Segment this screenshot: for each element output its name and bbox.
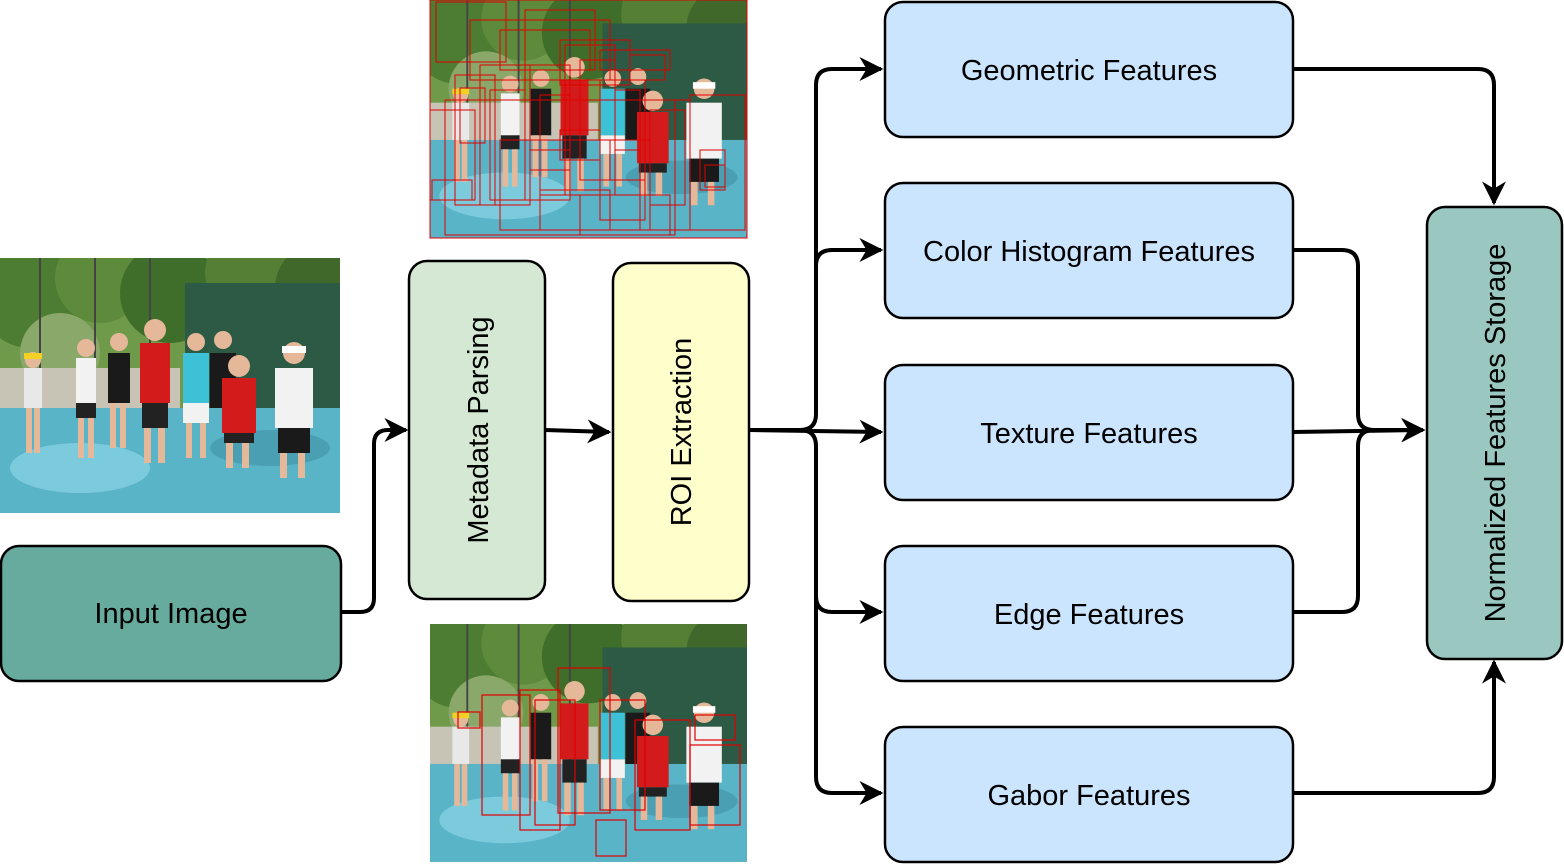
node-geometric-features-label: Geometric Features xyxy=(961,55,1217,87)
node-color-histogram-features: Color Histogram Features xyxy=(883,181,1295,320)
node-metadata-parsing: Metadata Parsing xyxy=(407,259,547,601)
roi-boxes-filtered xyxy=(457,667,741,857)
roi-dense-photo xyxy=(429,0,748,239)
edge-roi-to-edge xyxy=(799,428,884,624)
edge-color-histogram-to-storage xyxy=(1293,248,1426,442)
roi-filtered-photo xyxy=(430,624,747,862)
input-photo xyxy=(0,258,340,513)
edge-roi-to-color-histogram xyxy=(814,238,884,414)
node-roi-extraction-label: ROI Extraction xyxy=(666,338,698,527)
node-gabor-features-label: Gabor Features xyxy=(987,780,1190,812)
node-metadata-parsing-label: Metadata Parsing xyxy=(463,316,495,543)
edge-gabor-to-storage xyxy=(1293,659,1506,795)
photo-group-icon xyxy=(430,0,747,238)
node-color-histogram-features-label: Color Histogram Features xyxy=(923,236,1255,268)
node-texture-features: Texture Features xyxy=(883,363,1295,502)
photo-group-icon xyxy=(0,258,340,513)
node-edge-features-label: Edge Features xyxy=(994,599,1184,631)
edge-roi-to-texture xyxy=(748,419,884,444)
edge-input-to-metadata xyxy=(341,418,409,614)
edge-texture-to-storage xyxy=(1292,418,1426,443)
edge-edge-to-storage xyxy=(1293,428,1375,614)
photo-group-icon xyxy=(430,624,747,862)
node-gabor-features: Gabor Features xyxy=(883,725,1295,864)
edge-geometric-to-storage xyxy=(1293,67,1506,206)
node-input-image: Input Image xyxy=(0,544,343,683)
edge-metadata-to-roi xyxy=(544,419,612,444)
edge-roi-to-gabor xyxy=(814,596,884,805)
node-roi-extraction: ROI Extraction xyxy=(611,261,751,603)
node-normalized-features-storage: Normalized Features Storage xyxy=(1425,205,1564,661)
node-normalized-features-storage-label: Normalized Features Storage xyxy=(1480,244,1512,623)
roi-boxes-dense xyxy=(429,0,748,239)
node-input-image-label: Input Image xyxy=(94,598,247,630)
node-texture-features-label: Texture Features xyxy=(980,418,1198,450)
node-geometric-features: Geometric Features xyxy=(883,0,1295,139)
connectors xyxy=(341,57,1506,805)
node-edge-features: Edge Features xyxy=(883,544,1295,683)
